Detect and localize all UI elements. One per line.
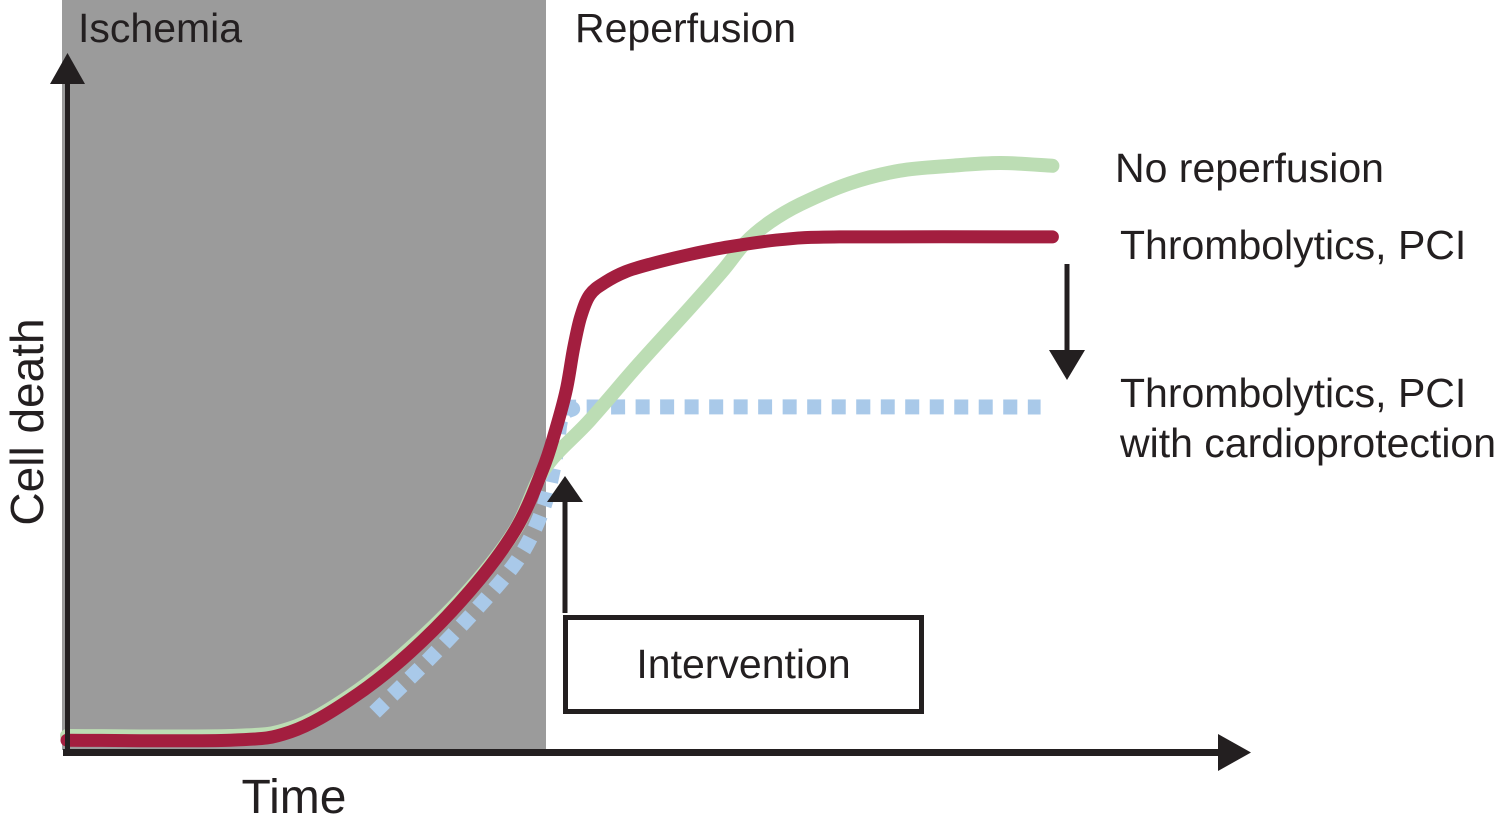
series-line-thrombolytics-pci [60,230,1059,748]
x-axis-arrowhead [1218,734,1251,771]
legend-label-thrombolytics-pci-cardioprotection: Thrombolytics, PCI with cardioprotection [1120,368,1496,468]
intervention-arrow-head [547,476,583,502]
series-layer [60,156,1060,748]
legend-label-thrombolytics-pci: Thrombolytics, PCI [1120,222,1467,268]
y-axis-arrowhead [50,53,85,84]
intervention-box-label: Intervention [636,641,851,687]
legend-label-cardioprotection-line2: with cardioprotection [1120,420,1497,466]
cardioprotection-benefit-arrow-head [1049,350,1085,380]
intervention-box: Intervention [563,615,924,714]
legend-label-cardioprotection-line1: Thrombolytics, PCI [1120,370,1467,416]
region-label-reperfusion: Reperfusion [575,5,797,51]
y-axis-label: Cell death [1,318,53,526]
x-axis-label: Time [241,771,347,824]
region-label-ischemia: Ischemia [78,5,243,51]
legend-label-no-reperfusion: No reperfusion [1115,145,1384,191]
ischemia-shaded-region [62,0,546,750]
